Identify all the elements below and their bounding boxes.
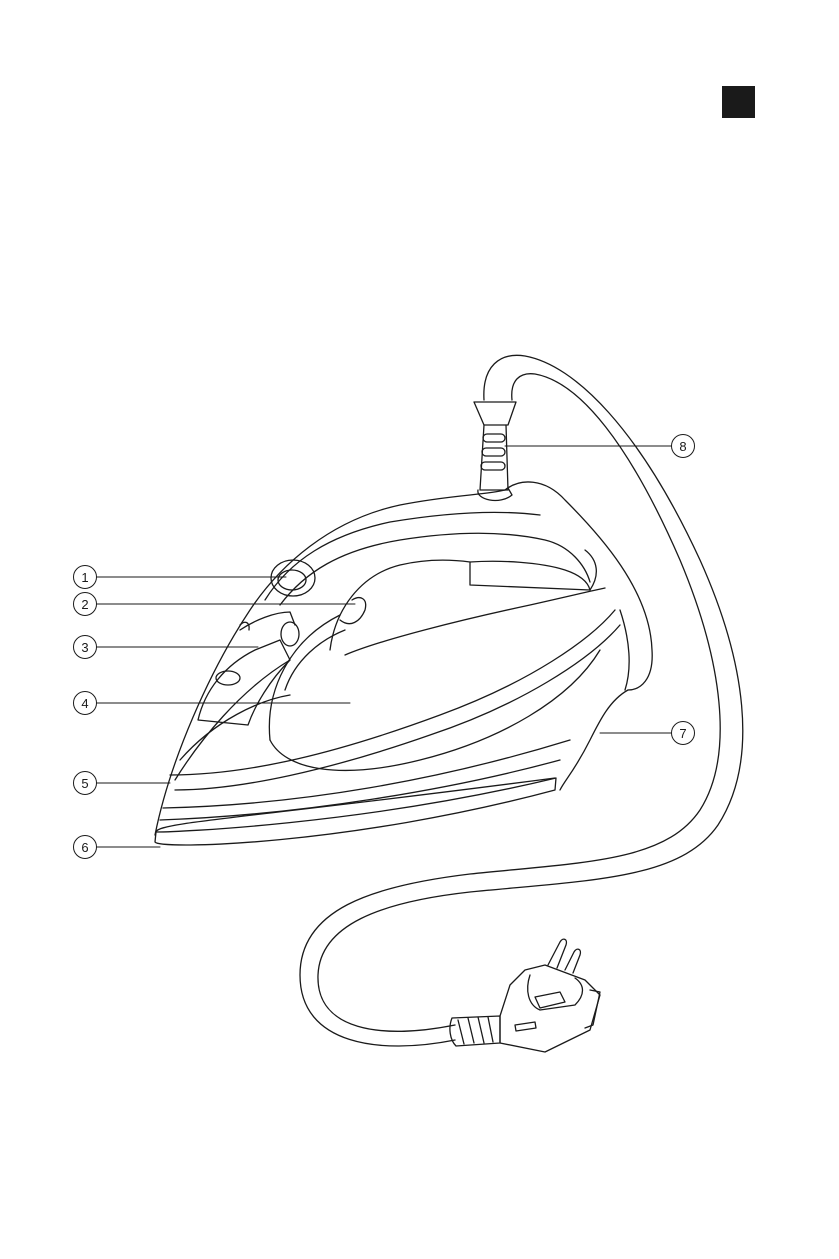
callout-5-label: 5 xyxy=(81,776,88,791)
mains-plug xyxy=(450,939,600,1052)
callout-6-label: 6 xyxy=(81,840,88,855)
callouts xyxy=(74,435,695,859)
callout-7-label: 7 xyxy=(679,726,686,741)
callout-8-label: 8 xyxy=(679,439,686,454)
callout-2-label: 2 xyxy=(81,597,88,612)
iron-body xyxy=(155,482,652,845)
cord-bend-protector xyxy=(474,402,516,500)
callout-3-label: 3 xyxy=(81,640,88,655)
callout-1-label: 1 xyxy=(81,570,88,585)
power-cord xyxy=(300,355,743,1046)
callout-4-label: 4 xyxy=(81,696,88,711)
